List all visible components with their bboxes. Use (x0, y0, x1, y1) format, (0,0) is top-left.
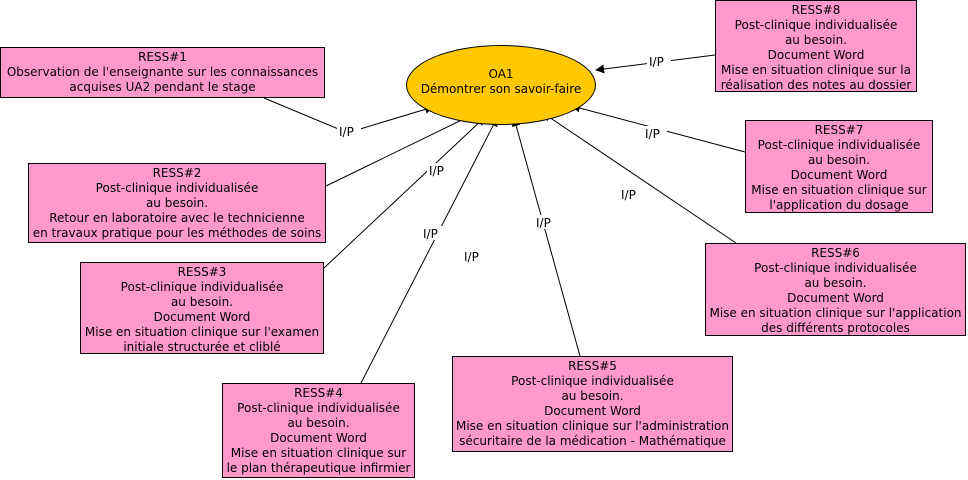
resource-line: Mise en situation clinique sur (751, 183, 927, 197)
resource-line: au besoin. (170, 295, 234, 309)
resource-box-ress7: RESS#7 Post-clinique individualisée au b… (745, 120, 933, 213)
objective-title: Démontrer son savoir-faire (420, 82, 582, 96)
resource-id: RESS#3 (177, 265, 227, 279)
resource-line: réalisation des notes au dossier (720, 78, 912, 92)
resource-line: Document Word (790, 168, 888, 182)
resource-line: Observation de l'enseignante sur les con… (6, 65, 319, 79)
resource-box-ress6: RESS#6 Post-clinique individualisée au b… (705, 243, 966, 336)
edge-label-ress3: I/P (423, 227, 438, 241)
resource-box-ress4: RESS#4 Post-clinique individualisée au b… (222, 383, 415, 478)
resource-box-ress1: RESS#1 Observation de l'enseignante sur … (0, 47, 325, 98)
resource-line: Mise en situation clinique sur la (721, 63, 911, 77)
resource-line: l'application du dosage (769, 198, 909, 212)
resource-line: au besoin. (807, 153, 871, 167)
edge-ress2 (325, 114, 473, 187)
resource-box-ress2: RESS#2 Post-clinique individualisée au b… (28, 163, 326, 243)
resource-line: Post-clinique individualisée (237, 401, 400, 415)
edge-label-ress8: I/P (649, 55, 664, 69)
resource-id: RESS#4 (294, 386, 343, 400)
resource-id: RESS#2 (152, 166, 202, 180)
resource-line: initiale structurée et cliblé (123, 340, 281, 354)
resource-line: au besoin. (804, 276, 867, 290)
edge-ress5 (511, 117, 581, 357)
resource-line: au besoin. (784, 33, 848, 47)
edge-label-ress5: I/P (536, 216, 551, 230)
resource-line: au besoin. (287, 416, 350, 430)
resource-line: Retour en laboratoire avec le technicien… (49, 211, 305, 225)
edge-label-ress6: I/P (621, 188, 636, 202)
resource-line: Document Word (153, 310, 251, 324)
resource-line: le plan thérapeutique infirmier (226, 461, 411, 475)
resource-line: Post-clinique individualisée (120, 280, 284, 294)
resource-line: Post-clinique individualisée (757, 138, 921, 152)
edge-label-ress1: I/P (339, 125, 354, 139)
resource-id: RESS#1 (138, 50, 187, 64)
resource-line: sécuritaire de la médication - Mathémati… (459, 434, 726, 448)
resource-line: Post-clinique individualisée (95, 181, 259, 195)
resource-id: RESS#8 (791, 3, 841, 17)
edge-ress1-tail (359, 105, 434, 130)
resource-line: Document Word (270, 431, 367, 445)
resource-line: en travaux pratique pour les méthodes de… (32, 226, 322, 240)
edge-ress1-path (263, 97, 349, 134)
objective-id: OA1 (488, 67, 514, 81)
resource-id: RESS#7 (814, 123, 864, 137)
edge-label-ress2: I/P (429, 164, 444, 178)
resource-box-ress8: RESS#8 Post-clinique individualisée au b… (715, 0, 917, 92)
resource-id: RESS#5 (568, 359, 617, 373)
resource-line: Mise en situation clinique sur l'applica… (709, 306, 962, 320)
resource-line: au besoin. (145, 196, 209, 210)
resource-id: RESS#6 (811, 246, 860, 260)
resource-line: Mise en situation clinique sur l'adminis… (455, 419, 730, 433)
central-objective-ellipse: OA1 Démontrer son savoir-faire (406, 45, 596, 125)
edge-label-ress7: I/P (645, 127, 660, 141)
resource-line: acquises UA2 pendant le stage (69, 80, 256, 94)
resource-line: Mise en situation clinique sur l'examen (84, 325, 320, 339)
resource-line: Post-clinique individualisée (734, 18, 898, 32)
resource-line: Document Word (544, 404, 641, 418)
resource-line: Post-clinique individualisée (511, 374, 674, 388)
edge-ress3 (323, 116, 486, 269)
resource-line: des différents protocoles (761, 321, 910, 335)
resource-box-ress5: RESS#5 Post-clinique individualisée au b… (452, 356, 733, 452)
resource-line: au besoin. (561, 389, 624, 403)
resource-line: Mise en situation clinique sur (230, 446, 407, 460)
resource-line: Post-clinique individualisée (754, 261, 917, 275)
resource-line: Document Word (787, 291, 884, 305)
edge-label-ress4: I/P (464, 250, 479, 264)
edge-ress4 (359, 117, 498, 386)
resource-line: Document Word (767, 48, 865, 62)
resource-box-ress3: RESS#3 Post-clinique individualisée au b… (80, 262, 324, 354)
edge-ress6 (542, 112, 737, 244)
